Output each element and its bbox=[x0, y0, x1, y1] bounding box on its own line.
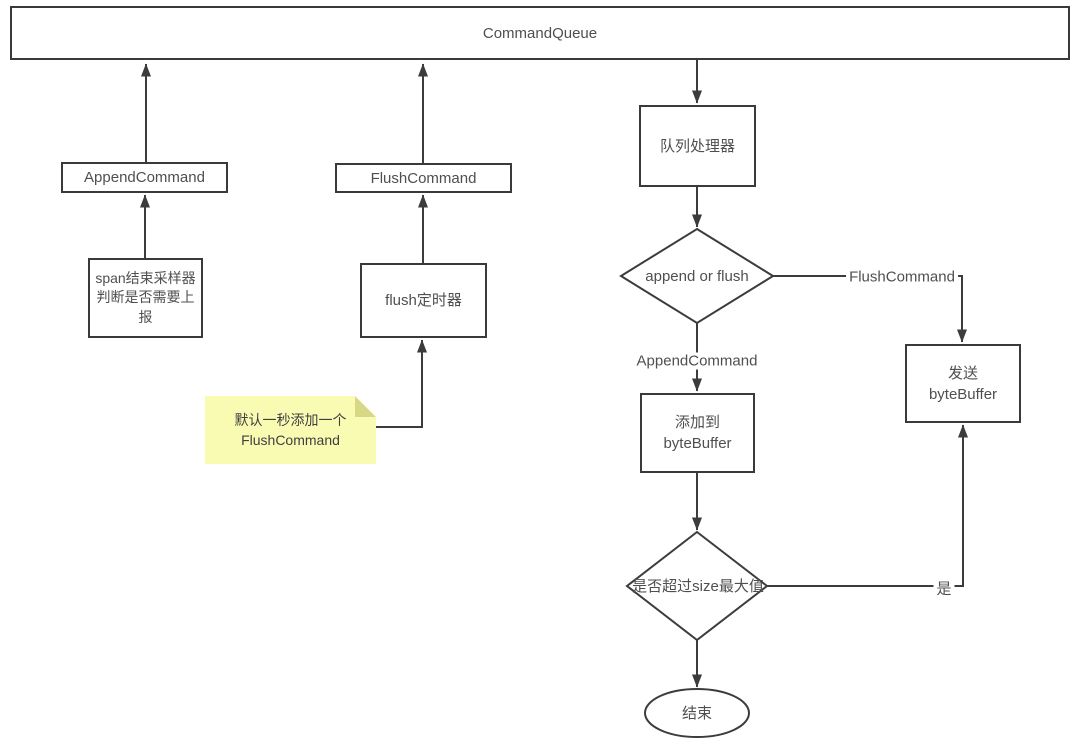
sticky-note: 默认一秒添加一个 FlushCommand bbox=[205, 396, 376, 464]
queue-processor-label: 队列处理器 bbox=[659, 137, 735, 155]
decision-append-or-flush-shape bbox=[619, 227, 775, 325]
flush-command-label: FlushCommand bbox=[370, 169, 477, 187]
node-span-sampler: span结束采样器判断是否需要上报 bbox=[88, 258, 203, 338]
node-append-command: AppendCommand bbox=[61, 162, 228, 193]
send-buffer-label: 发送 byteBuffer bbox=[929, 363, 997, 405]
flush-timer-label: flush定时器 bbox=[385, 292, 462, 309]
node-append-to-buffer: 添加到 byteBuffer bbox=[640, 393, 755, 473]
node-flush-timer: flush定时器 bbox=[360, 263, 487, 338]
node-flush-command: FlushCommand bbox=[335, 163, 512, 193]
end-terminal-label: 结束 bbox=[681, 704, 713, 722]
send-buffer-line1: 发送 bbox=[947, 364, 978, 382]
sticky-note-line2: FlushCommand bbox=[241, 432, 340, 448]
edge-label-append-branch: AppendCommand bbox=[633, 352, 761, 370]
sticky-note-text: 默认一秒添加一个 FlushCommand bbox=[235, 410, 347, 451]
edge-decision2-yes-to-send-buffer bbox=[767, 424, 968, 587]
send-buffer-line2: byteBuffer bbox=[928, 385, 998, 403]
decision-append-or-flush-label: append or flush bbox=[645, 267, 749, 285]
append-to-buffer-line1: 添加到 bbox=[674, 414, 720, 431]
edge-note-to-flush-timer bbox=[376, 339, 427, 428]
edge-label-yes-branch: 是 bbox=[933, 577, 955, 599]
edge-decision1-to-send-buffer bbox=[773, 275, 967, 343]
node-command-queue: CommandQueue bbox=[10, 6, 1070, 60]
node-send-buffer: 发送 byteBuffer bbox=[905, 344, 1021, 423]
append-command-label: AppendCommand bbox=[84, 169, 205, 186]
end-terminal-shape bbox=[644, 688, 750, 738]
sticky-note-line1: 默认一秒添加一个 bbox=[234, 411, 347, 428]
decision-size-limit-label: 是否超过size最大值 bbox=[632, 577, 764, 595]
command-queue-label: CommandQueue bbox=[482, 24, 598, 42]
append-to-buffer-label: 添加到 byteBuffer bbox=[663, 412, 731, 454]
edge-label-flush-branch: FlushCommand bbox=[846, 268, 958, 286]
append-to-buffer-line2: byteBuffer bbox=[663, 435, 732, 452]
node-queue-processor: 队列处理器 bbox=[639, 105, 756, 187]
decision-size-limit-shape bbox=[625, 530, 769, 642]
span-sampler-label: span结束采样器判断是否需要上报 bbox=[95, 269, 196, 325]
